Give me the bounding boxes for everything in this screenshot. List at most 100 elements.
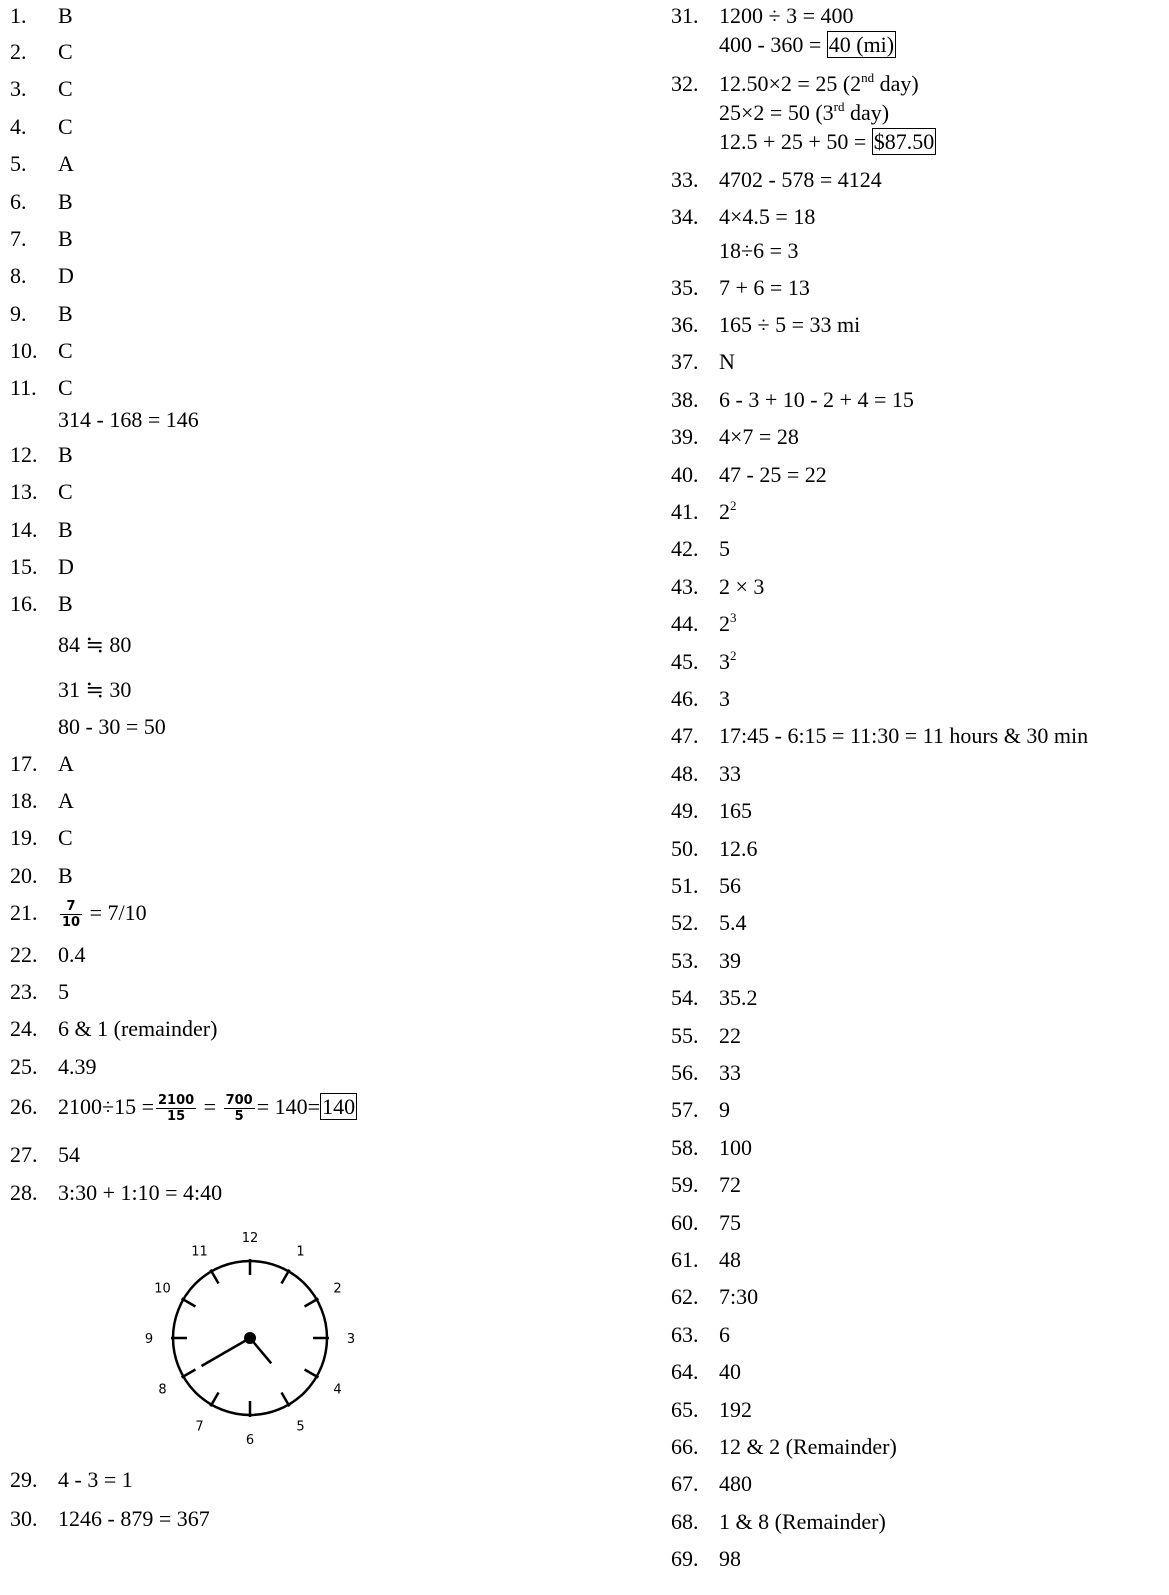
answer-value: B — [58, 226, 73, 251]
answer-text: 47 - 25 = 22 — [719, 461, 827, 489]
answer-item: 59.72 — [671, 1171, 741, 1199]
ordinal-suffix: nd — [861, 70, 875, 85]
answer-item: 17.A — [10, 750, 74, 778]
answer-item: 16.B — [10, 590, 73, 618]
answer-text: D — [58, 262, 74, 290]
answer-text: 33 — [719, 1059, 741, 1087]
answer-value: D — [58, 263, 74, 288]
answer-value: 6 - 3 + 10 - 2 + 4 = 15 — [719, 386, 914, 412]
question-number: 14. — [10, 517, 38, 542]
work-line: 314 - 168 = 146 — [58, 406, 199, 434]
clock-number: 4 — [333, 1383, 341, 1398]
answer-item: 34.4×4.5 = 18 — [671, 203, 815, 231]
answer-value: 39 — [719, 947, 741, 973]
answer-value: 2100÷15 = — [58, 1094, 154, 1119]
answer-text: A — [58, 787, 74, 815]
answer-item: 66.12 & 2 (Remainder) — [671, 1433, 897, 1461]
answer-text: 6 - 3 + 10 - 2 + 4 = 15 — [719, 386, 914, 414]
answer-value: C — [58, 338, 73, 363]
answer-value: C — [58, 375, 73, 400]
fraction-numerator: 2100 — [155, 1093, 197, 1110]
answer-text: 32 — [719, 648, 737, 676]
superscript: nd — [861, 70, 874, 85]
hour-tick — [209, 1268, 220, 1285]
answer-value: 6 & 1 (remainder) — [58, 1016, 218, 1041]
clock-number: 8 — [158, 1383, 166, 1398]
question-number: 32. — [671, 71, 699, 96]
question-number: 29. — [10, 1467, 38, 1492]
question-number: 2. — [10, 39, 27, 64]
answer-value: 35.2 — [719, 985, 758, 1011]
answer-value: 3 — [719, 648, 730, 674]
answer-value: 75 — [719, 1209, 741, 1235]
clock-number: 5 — [296, 1419, 304, 1434]
answer-value: B — [58, 189, 73, 214]
answer-text: 3:30 + 1:10 = 4:40 — [58, 1179, 222, 1207]
answer-item: 36.165 ÷ 5 = 33 mi — [671, 311, 860, 339]
answer-value: 48 — [719, 1247, 741, 1272]
clock-number: 7 — [195, 1419, 203, 1434]
answer-text: 192 — [719, 1396, 752, 1424]
question-number: 15. — [10, 554, 38, 579]
question-number: 3. — [10, 76, 27, 101]
answer-item: 67.480 — [671, 1470, 752, 1498]
question-number: 63. — [671, 1321, 699, 1347]
question-number: 16. — [10, 591, 38, 616]
answer-value: 33 — [719, 1060, 741, 1085]
answer-text: 72 — [719, 1171, 741, 1199]
answer-value: 6 — [719, 1321, 730, 1347]
answer-item: 4.C — [10, 113, 73, 141]
answer-text: 100 — [719, 1134, 752, 1162]
question-number: 30. — [10, 1506, 38, 1531]
exponent: 2 — [730, 647, 737, 663]
answer-text: 12.50×2 = 25 (2nd day) — [719, 70, 919, 98]
question-number: 65. — [671, 1396, 699, 1422]
question-number: 68. — [671, 1508, 699, 1534]
clock-number: 12 — [242, 1231, 259, 1246]
answer-text: 3 — [719, 685, 730, 713]
question-number: 49. — [671, 798, 699, 824]
fraction-denominator: 10 — [62, 915, 81, 931]
answer-text: 48 — [719, 1246, 741, 1274]
clock-number: 9 — [145, 1332, 153, 1347]
equals-sign: = — [198, 1094, 222, 1119]
question-number: 20. — [10, 863, 38, 888]
answer-item: 11.C — [10, 374, 73, 402]
answer-value: 56 — [719, 873, 741, 898]
question-number: 40. — [671, 461, 699, 487]
question-number: 37. — [671, 349, 699, 375]
answer-item: 46.3 — [671, 685, 730, 713]
question-number: 24. — [10, 1016, 38, 1041]
answer-item: 25.4.39 — [10, 1053, 97, 1081]
question-number: 59. — [671, 1172, 699, 1198]
answer-item: 45.32 — [671, 648, 737, 676]
answer-value: 1 & 8 (Remainder) — [719, 1508, 886, 1534]
answer-value: 4 - 3 = 1 — [58, 1467, 133, 1492]
answer-text: 5 — [719, 535, 730, 563]
answer-value: B — [58, 442, 73, 467]
question-number: 67. — [671, 1471, 699, 1497]
answer-value: 12.50×2 = 25 (2 — [719, 71, 862, 96]
answer-item: 14.B — [10, 516, 73, 544]
answer-value: 0.4 — [58, 942, 86, 967]
answer-value: 1200 ÷ 3 = 400 — [719, 3, 854, 28]
answer-item: 18.A — [10, 787, 74, 815]
question-number: 7. — [10, 226, 27, 251]
answer-item: 60.75 — [671, 1209, 741, 1237]
answer-value: 7 + 6 = 13 — [719, 275, 810, 300]
answer-value: 4.39 — [58, 1054, 97, 1079]
answer-item: 63.6 — [671, 1321, 730, 1349]
answer-item: 48.33 — [671, 760, 741, 788]
hour-tick — [303, 1297, 320, 1308]
question-number: 4. — [10, 114, 27, 139]
answer-value: 1246 - 879 = 367 — [58, 1506, 210, 1531]
question-number: 19. — [10, 825, 38, 850]
answer-text: 4702 - 578 = 4124 — [719, 166, 882, 194]
answer-text: 6 — [719, 1321, 730, 1349]
answer-text: 2 × 3 — [719, 573, 764, 601]
answer-item: 27.54 — [10, 1141, 80, 1169]
answer-text: 4×7 = 28 — [719, 423, 799, 451]
